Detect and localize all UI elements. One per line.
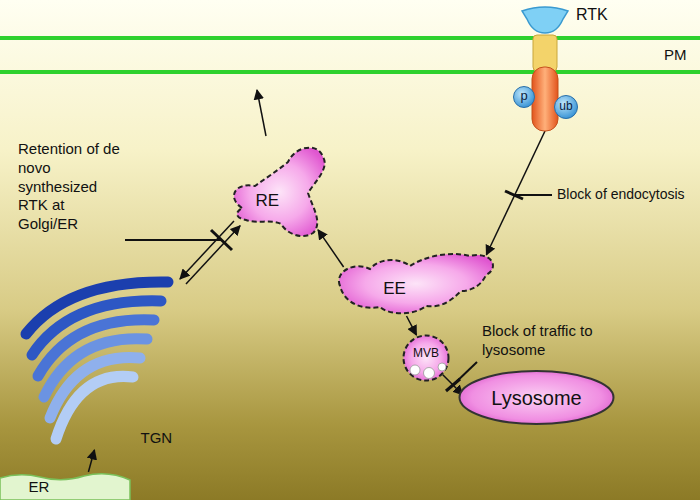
- endoplasmic-reticulum-shape: [0, 472, 130, 500]
- node-label: ER: [29, 479, 50, 496]
- shape-ellipse: [460, 371, 614, 424]
- traffic-arrow: [443, 375, 463, 395]
- traffic-arrow: [318, 230, 344, 267]
- traffic-arrow: [186, 226, 240, 284]
- vesicle-circle: [438, 363, 446, 371]
- vesicle-circle: [555, 96, 578, 119]
- traffic-arrow: [88, 450, 94, 472]
- block-note: Retention of de novo synthesized RTK at …: [18, 140, 122, 234]
- early-endosome: EE: [330, 248, 500, 316]
- lysosome: Lysosome: [458, 370, 615, 425]
- phospho-dot: p: [513, 86, 535, 108]
- shape-rect: [533, 35, 557, 71]
- vesicle-circle: [514, 87, 535, 108]
- ubiquitin-dot: ub: [554, 95, 578, 119]
- shape-path: [522, 7, 568, 33]
- golgi-stack: TGN: [18, 272, 200, 450]
- traffic-arrow: [407, 316, 417, 335]
- multivesicular-body: MVB: [402, 334, 450, 382]
- early-endosome-shape: [330, 248, 500, 316]
- recycling-endosome-shape: [222, 138, 335, 240]
- node-label: TGN: [140, 429, 172, 446]
- receptor-node: RTKpub: [510, 5, 580, 131]
- block-stem: [514, 194, 552, 196]
- node-label: EE: [383, 279, 406, 298]
- node-label: RTK: [576, 5, 608, 25]
- shape-path: [234, 148, 325, 236]
- golgi-cisterna: [56, 376, 133, 439]
- block-note: Block of endocytosis: [557, 186, 685, 204]
- node-label: RE: [255, 192, 279, 211]
- endoplasmic-reticulum: ER: [0, 472, 130, 500]
- shape-path: [339, 254, 493, 313]
- shape-rect: [532, 67, 558, 131]
- exocytosis-arrow: [257, 90, 266, 136]
- vesicle-circle: [404, 336, 449, 381]
- shape-path: [0, 474, 130, 500]
- vesicle-circle: [424, 368, 435, 379]
- node-label: ub: [559, 100, 572, 113]
- membrane-label: PM: [664, 46, 687, 65]
- membrane-line: [0, 36, 700, 40]
- traffic-arrow: [486, 131, 545, 255]
- node-label: MVB: [413, 348, 439, 361]
- node-label: p: [520, 89, 527, 103]
- block-note: Block of traffic to lysosome: [482, 322, 602, 360]
- membrane-line: [0, 70, 700, 74]
- vesicle-circle: [410, 365, 420, 375]
- node-label: Lysosome: [491, 387, 581, 409]
- golgi-stack-shape: [18, 272, 200, 450]
- block-stem: [125, 239, 221, 241]
- traffic-arrow: [180, 221, 234, 279]
- recycling-endosome: RE: [222, 138, 335, 240]
